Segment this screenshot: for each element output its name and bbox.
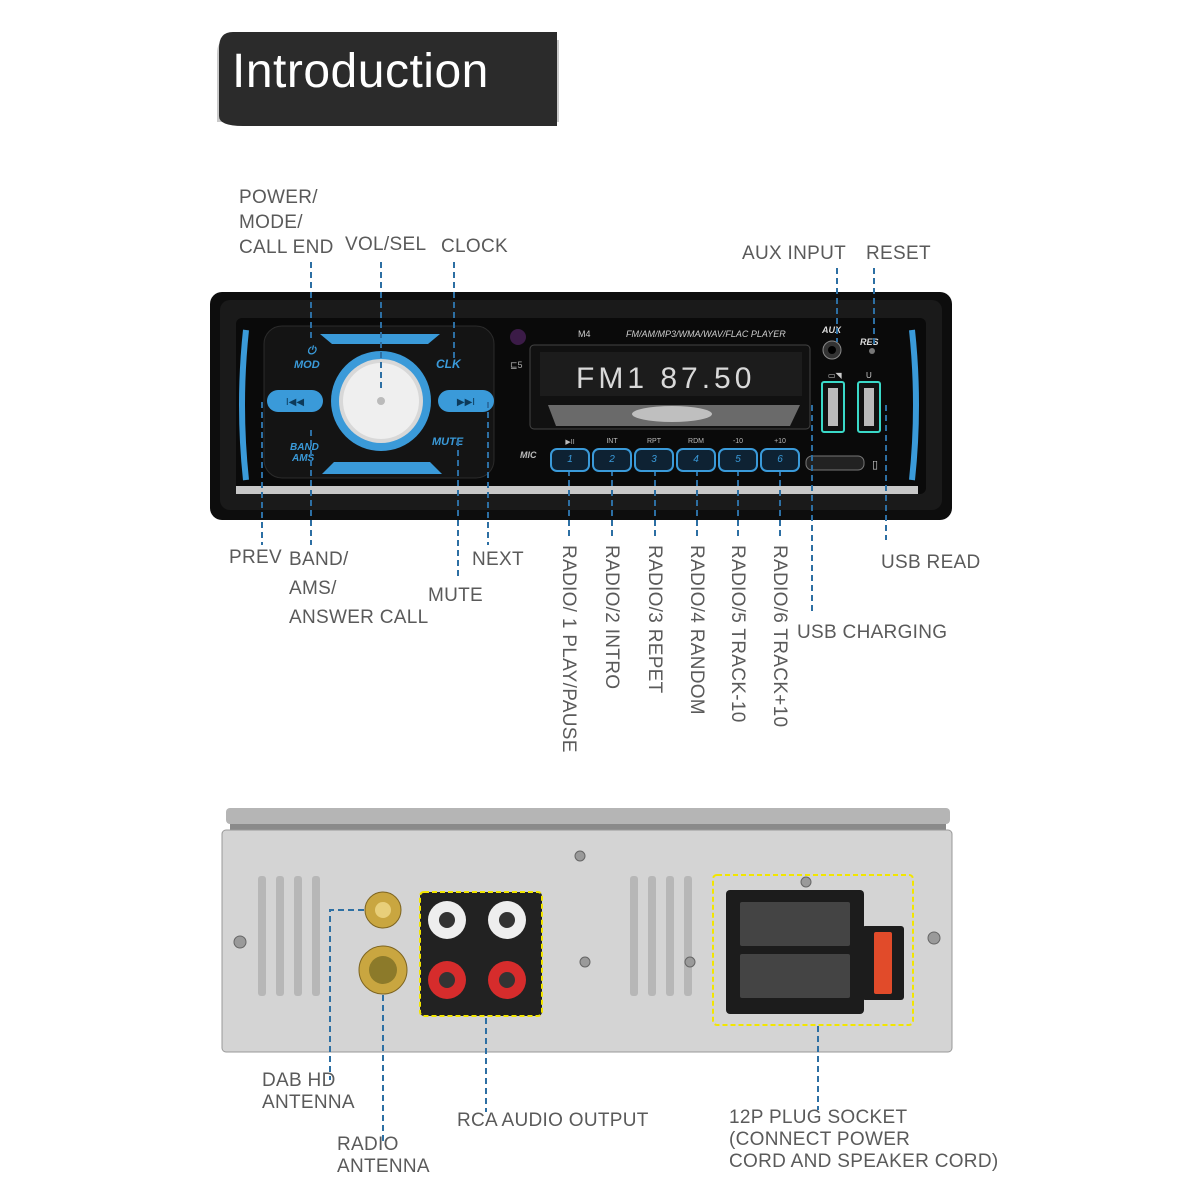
ams-button-label: AMS [291,453,315,464]
label-rca-output: RCA AUDIO OUTPUT [457,1110,649,1131]
preset-number-2: 2 [592,448,632,472]
clk-button-label: CLK [436,357,462,371]
fuse [874,932,892,994]
label-call-end: CALL END [239,237,334,258]
label-12p-plug: 12P PLUG SOCKET [729,1107,908,1128]
page-title: Introduction [232,45,489,98]
label-prev: PREV [229,547,282,568]
label-radio-6: RADIO/6 TRACK+10 [769,545,790,728]
mic-label: MIC [520,450,537,460]
label-dab-hd: DAB HD [262,1070,336,1091]
mute-button-label: MUTE [432,436,464,448]
label-ams: AMS/ [289,578,337,599]
reset-hole [869,348,875,354]
formats-label: FM/AM/MP3/WMA/WAV/FLAC PLAYER [626,329,786,339]
aux-label: AUX [821,325,842,335]
preset-caption-1: ▶II [565,439,575,446]
preset-buttons-row: ▶II 1 INT 2 RPT 3 RDM 4 -10 5 +10 6 [550,438,805,478]
label-next: NEXT [472,549,524,570]
preset-number-5: 5 [718,448,758,472]
label-answer-call: ANSWER CALL [289,607,429,628]
label-radio-2: RADIO/2 INTRO [601,545,622,690]
preset-button-6[interactable]: +10 6 [760,438,800,472]
plug-socket-outline [712,874,914,1026]
preset-number-6: 6 [760,448,800,472]
svg-text:▭◥: ▭◥ [828,371,843,380]
preset-number-4: 4 [676,448,716,472]
preset-button-4[interactable]: RDM 4 [676,438,716,472]
back-leader-lines [329,909,819,1142]
preset-number-3: 3 [634,448,674,472]
preset-caption-4: RDM [688,438,704,445]
label-connect-power: (CONNECT POWER [729,1129,911,1150]
label-power: POWER/ [239,187,318,208]
label-mute: MUTE [428,585,484,606]
svg-text:I◀◀: I◀◀ [286,397,304,408]
back-panel-diagram [221,808,953,1142]
label-radio-4: RADIO/4 RANDOM [686,545,707,715]
label-aux-input: AUX INPUT [742,243,847,264]
front-leader-lines [261,262,887,614]
preset-button-5[interactable]: -10 5 [718,438,758,472]
label-radio: RADIO [337,1134,399,1155]
preset-caption-6: +10 [774,438,786,445]
band-button-label: BAND [290,442,319,453]
label-vol-sel: VOL/SEL [345,234,427,255]
model-label: M4 [578,329,591,339]
display-readout: FM1 87.50 [576,362,755,395]
label-radio-3: RADIO/3 REPET [644,545,665,694]
preset-button-3[interactable]: RPT 3 [634,438,674,472]
svg-text:▶▶I: ▶▶I [457,397,475,408]
label-usb-charging: USB CHARGING [797,622,948,643]
label-radio-antenna: ANTENNA [337,1156,430,1177]
title-banner [217,32,559,126]
preset-caption-3: RPT [647,438,661,445]
svg-text:⏻: ⏻ [307,345,317,357]
label-dab-antenna: ANTENNA [262,1092,355,1113]
next-button [438,390,494,412]
preset-button-2[interactable]: INT 2 [592,438,632,472]
label-radio-5: RADIO/5 TRACK-10 [727,545,748,723]
svg-text:U: U [866,371,872,380]
front-panel-diagram: I◀◀ ▶▶I ⏻ MOD CLK BAND AMS MUTE M4 FM/AM… [210,262,952,614]
label-band: BAND/ [289,549,349,570]
label-reset: RESET [866,243,931,264]
svg-text:▯: ▯ [872,459,878,471]
label-mode: MODE/ [239,212,303,233]
mod-button-label: MOD [294,359,320,371]
preset-number-1: 1 [550,448,590,472]
label-radio-1: RADIO/ 1 PLAY/PAUSE [558,545,579,753]
preset-caption-5: -10 [732,438,744,445]
preset-button-1[interactable]: ▶II 1 [550,438,590,472]
preset-caption-2: INT [606,438,618,445]
sd-card-slot [805,455,865,471]
prev-button [267,390,323,412]
svg-text:⊑5: ⊑5 [510,360,523,370]
res-label: RES [860,337,879,347]
label-clock: CLOCK [441,236,508,257]
label-speaker-cord: CORD AND SPEAKER CORD) [729,1151,999,1172]
label-usb-read: USB READ [881,552,981,573]
